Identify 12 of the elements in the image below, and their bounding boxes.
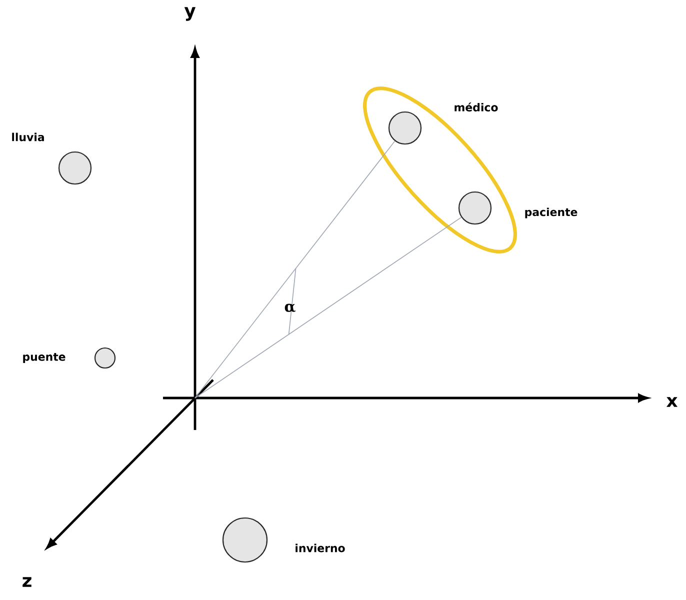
- origin-tick: [196, 380, 214, 396]
- point-label: paciente: [525, 208, 578, 218]
- axis-label: z: [22, 577, 32, 587]
- point-label: lluvia: [12, 132, 44, 142]
- point-label: invierno: [296, 544, 345, 552]
- connector-line: [194, 140, 396, 398]
- point-label: médico: [454, 102, 498, 112]
- axis-label: x: [666, 397, 678, 407]
- connector-line: [194, 216, 462, 398]
- axis-label: y: [184, 7, 196, 21]
- point-label: puente: [23, 353, 66, 363]
- angle-label: α: [284, 304, 296, 312]
